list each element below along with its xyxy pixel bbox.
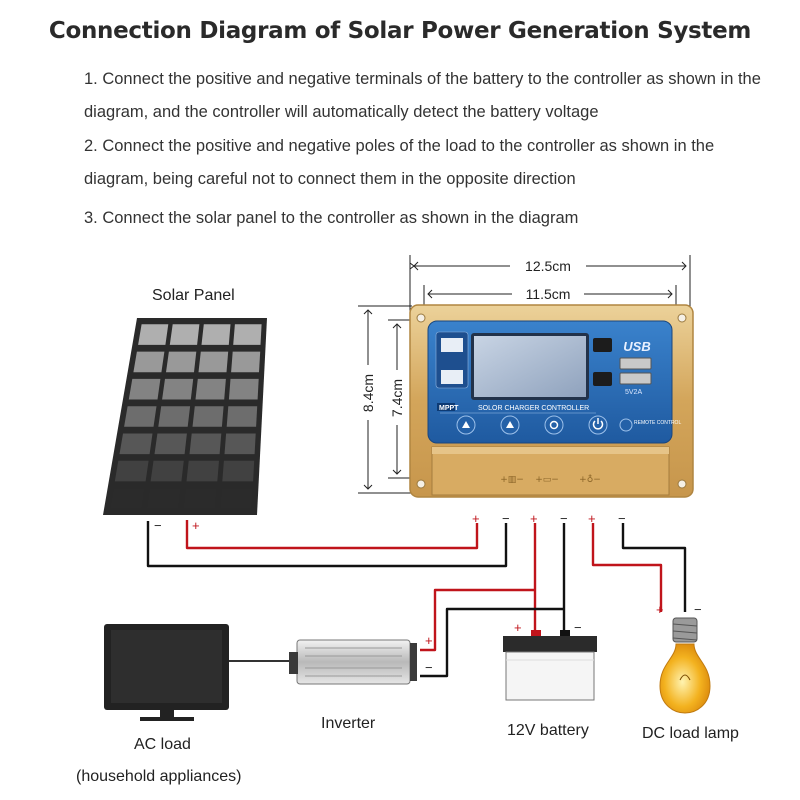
power-icon	[592, 420, 604, 430]
wiring	[146, 520, 687, 678]
solar-cell	[226, 406, 258, 427]
solar-panel-image	[103, 318, 267, 515]
svg-text:+♁−: +♁−	[579, 474, 601, 485]
ctrl-pv-plus: +	[472, 511, 480, 526]
svg-text:+▭−: +▭−	[535, 475, 559, 485]
lamp-minus: −	[694, 602, 702, 617]
solar-cell	[195, 378, 226, 400]
solar-cell	[222, 460, 255, 482]
solar-cell	[201, 324, 231, 345]
ac-load-label: AC load	[134, 736, 191, 753]
remote-sensor-icon	[619, 418, 633, 432]
usb-label: USB	[623, 339, 650, 354]
solar-cell	[198, 351, 229, 373]
svg-text:+▥−: +▥−	[500, 475, 524, 485]
solar-cell	[150, 460, 184, 482]
solar-cell	[124, 406, 157, 427]
solar-cell	[128, 378, 161, 400]
panel-plus: +	[192, 518, 200, 533]
solar-cell	[146, 488, 181, 509]
ctrl-load-plus: +	[588, 511, 596, 526]
polarity-marks: − + + − + − + − + − + − + −	[154, 511, 702, 675]
ac-load-monitor-icon	[104, 624, 229, 721]
solar-cell	[114, 460, 149, 482]
solar-cell	[183, 488, 217, 509]
solar-cell	[154, 433, 187, 455]
battery-plus: +	[514, 620, 522, 635]
panel-minus: −	[154, 518, 162, 533]
solar-cell	[110, 488, 145, 509]
solar-cell	[166, 351, 197, 373]
battery-label: 12V battery	[507, 722, 589, 739]
dimension-lines	[358, 255, 691, 494]
page-title: Connection Diagram of Solar Power Genera…	[48, 18, 752, 44]
controller-product-label: SOLOR CHARGER CONTROLLER	[478, 405, 589, 412]
solar-cell	[133, 351, 165, 373]
solar-cell	[119, 433, 153, 455]
solar-cell	[158, 406, 191, 427]
solar-charge-controller: USB 5V2A MPPT SOLOR CHARGER CONTROLLER R…	[409, 304, 694, 498]
ac-load-note: (household appliances)	[76, 768, 242, 785]
solar-cell	[192, 406, 224, 427]
down-button-icon	[462, 421, 470, 428]
lamp-label: DC load lamp	[642, 725, 739, 742]
mppt-label: MPPT	[439, 405, 459, 412]
dimension-inner-height: 7.4cm	[389, 379, 405, 417]
solar-cell	[162, 378, 194, 400]
solar-cell	[138, 324, 169, 345]
inverter-minus: −	[425, 660, 433, 675]
settings-gear-icon	[549, 420, 559, 430]
solar-cell	[169, 324, 200, 345]
solar-cell	[224, 433, 256, 455]
ctrl-bat-minus: −	[560, 511, 568, 526]
solar-cell	[231, 351, 261, 373]
instruction-step-2: 2. Connect the positive and negative pol…	[84, 137, 715, 188]
instruction-step-3: 3. Connect the solar panel to the contro…	[84, 209, 579, 227]
battery-icon	[503, 630, 597, 701]
solar-cell	[186, 460, 219, 482]
dimension-inner-width: 11.5cm	[526, 286, 571, 302]
solar-cell	[220, 488, 253, 509]
ctrl-load-minus: −	[618, 511, 626, 526]
dimension-outer-width: 12.5cm	[525, 258, 571, 274]
inverter-icon	[289, 639, 417, 685]
inverter-plus: +	[425, 633, 433, 648]
solar-cell	[233, 324, 262, 345]
inverter-label: Inverter	[321, 715, 376, 732]
ctrl-bat-plus: +	[530, 511, 538, 526]
solar-cell	[189, 433, 222, 455]
ctrl-pv-minus: −	[502, 511, 510, 526]
battery-minus: −	[574, 620, 582, 635]
lamp-plus: +	[656, 602, 664, 617]
instruction-step-1: 1. Connect the positive and negative ter…	[84, 70, 761, 121]
up-button-icon	[506, 421, 514, 428]
dc-load-lamp-icon	[659, 617, 711, 714]
solar-cell	[228, 378, 259, 400]
dimension-outer-height: 8.4cm	[360, 374, 376, 412]
remote-control-label: REMOTE CONTROL	[634, 420, 681, 426]
usb-rating: 5V2A	[625, 389, 642, 396]
solar-panel-label: Solar Panel	[152, 287, 235, 304]
